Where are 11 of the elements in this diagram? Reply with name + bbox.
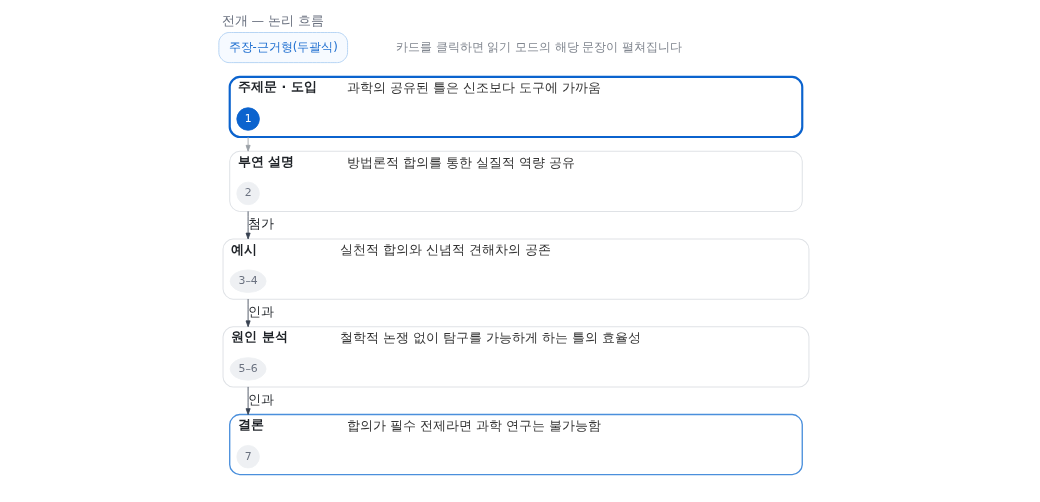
edge-label: 인과 [247, 303, 274, 319]
arrow [245, 136, 251, 152]
arrow [245, 210, 251, 240]
node-circle: 1 [235, 107, 260, 131]
edge-label: 인과 [247, 391, 274, 407]
arrow [245, 298, 251, 328]
arrow [245, 386, 251, 415]
node-box: 주장-근거형(두괄식) [217, 32, 348, 64]
label: 카드를 클릭하면 읽기 모드의 해당 문장이 펼쳐집니다 [395, 39, 682, 54]
edge-label: 첨가 [247, 216, 274, 232]
diagram-title: 전개 — 논리 흐름 [221, 12, 324, 28]
